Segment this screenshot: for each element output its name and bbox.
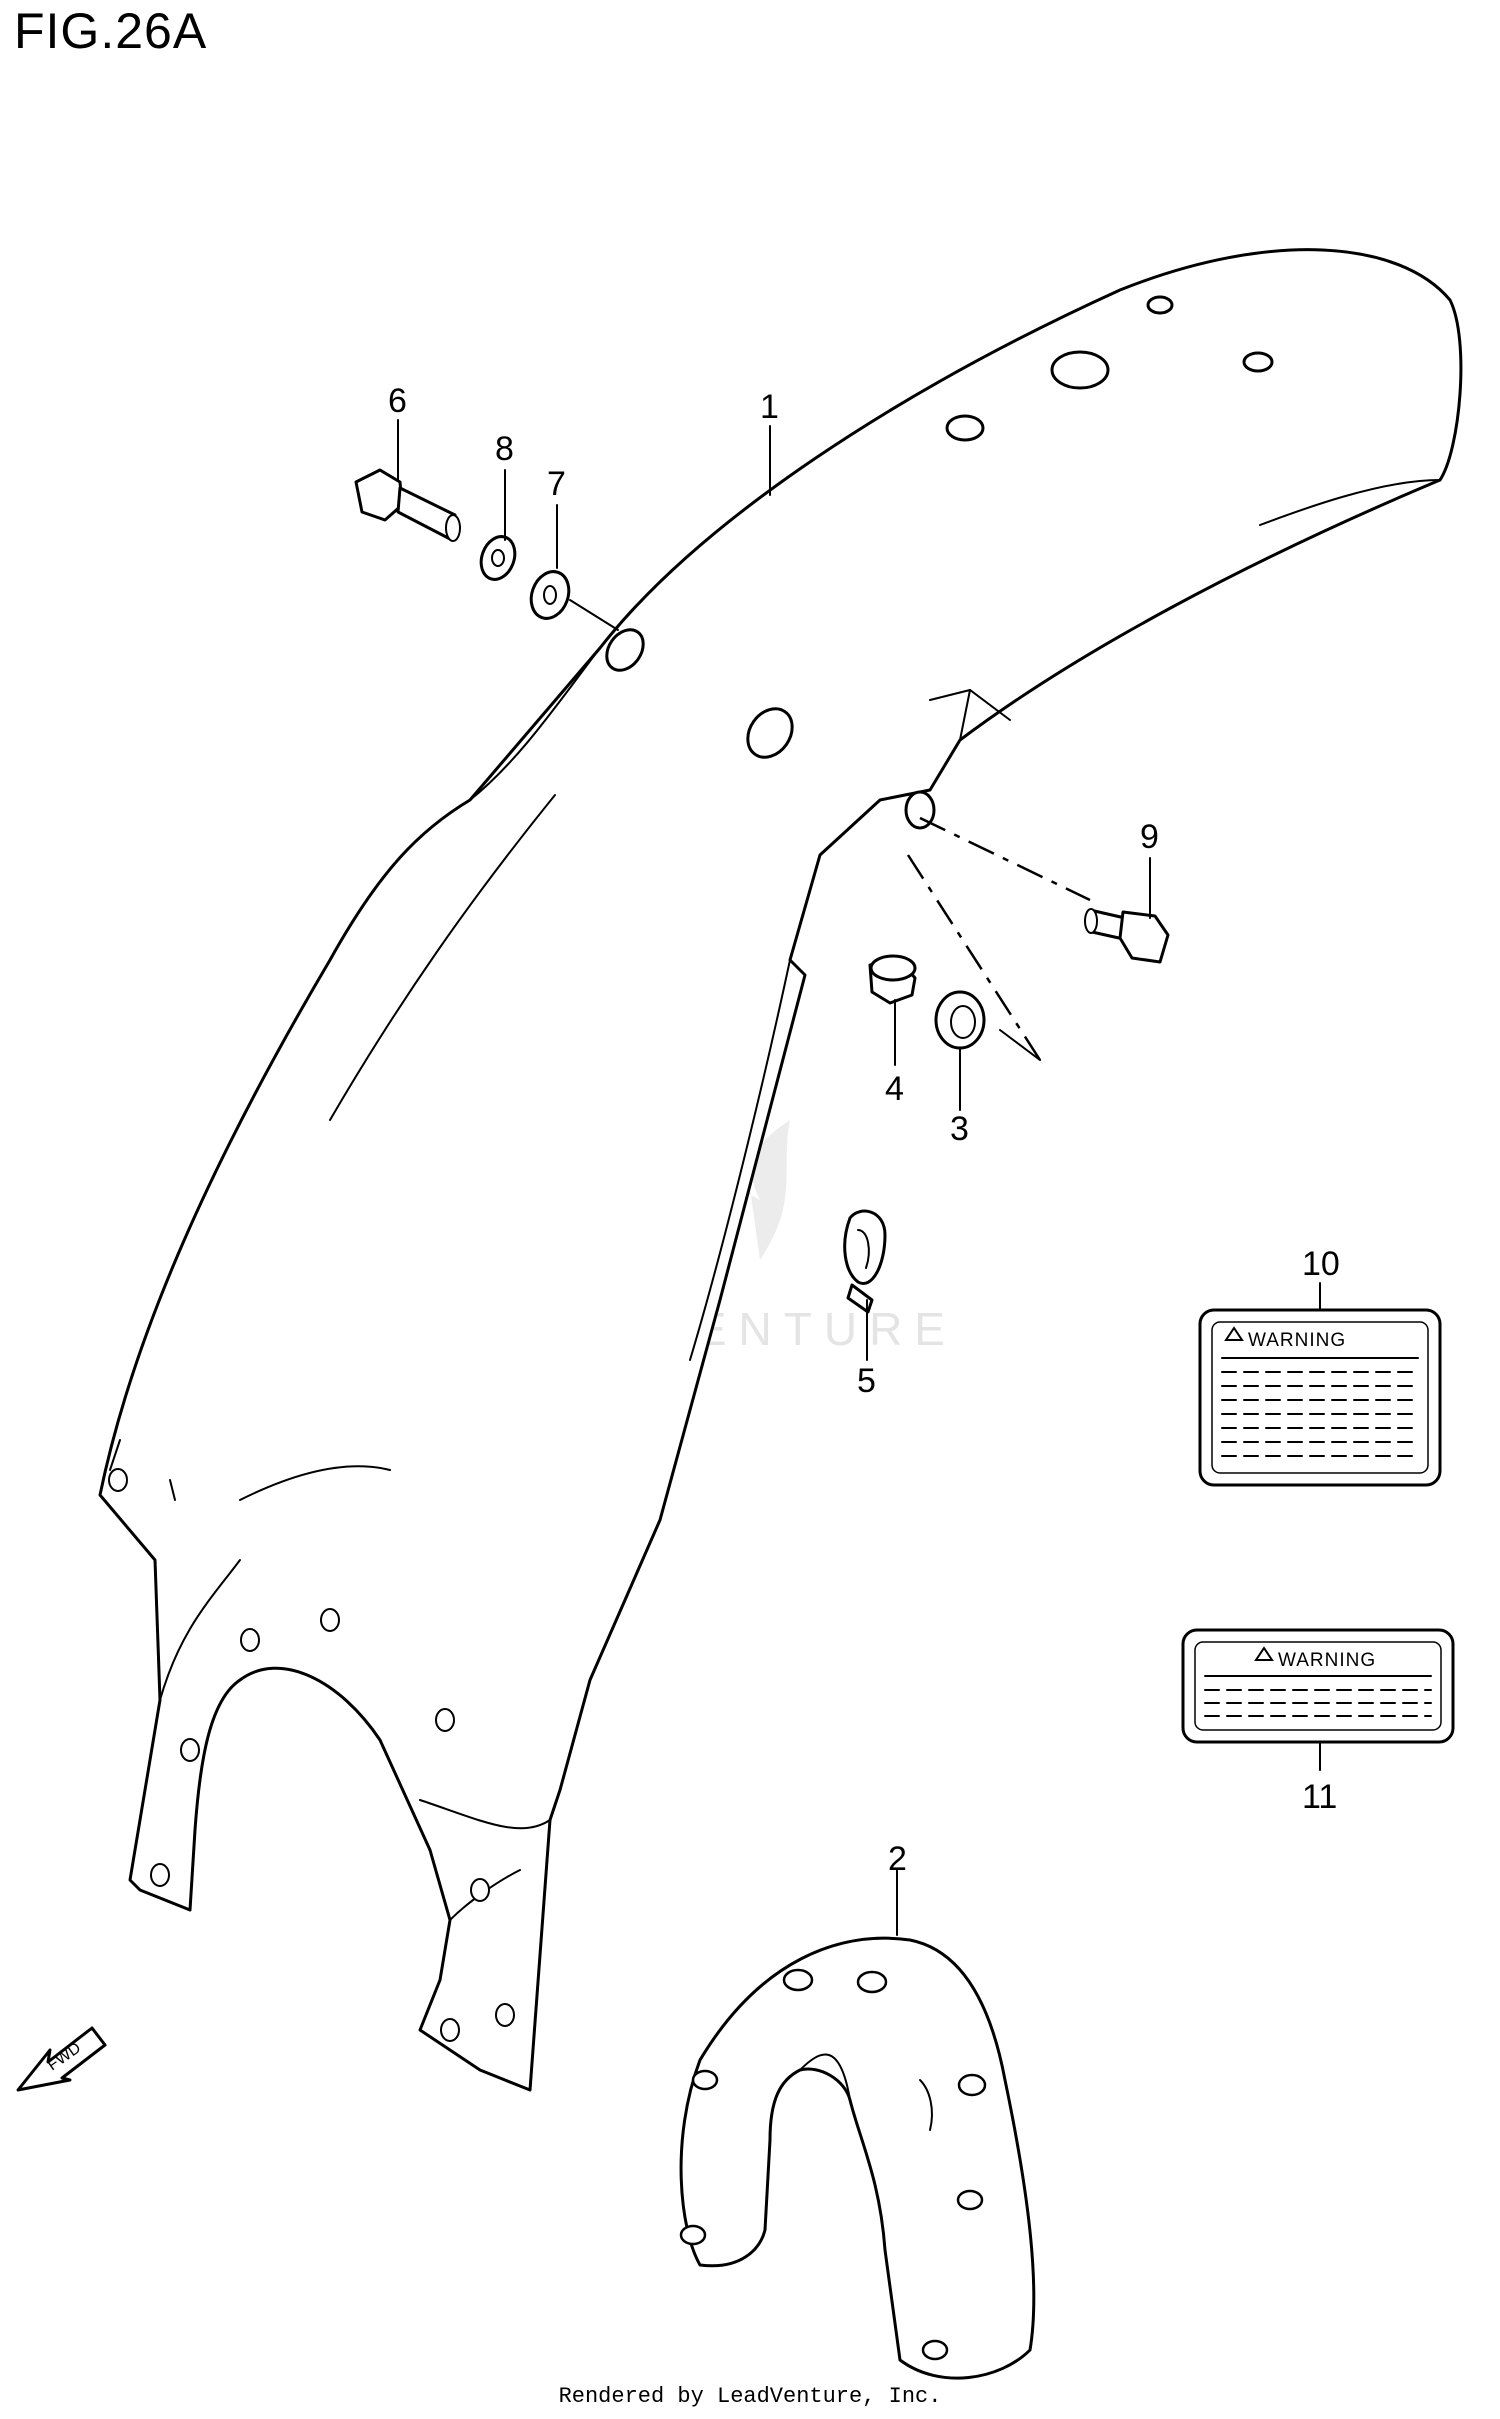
callout-9: 9 xyxy=(1140,818,1159,856)
grommet-3 xyxy=(934,990,986,1050)
alignment-line-9 xyxy=(919,816,1091,902)
warning-text-10: WARNING xyxy=(1248,1330,1346,1351)
callout-5: 5 xyxy=(857,1362,876,1400)
callout-1: 1 xyxy=(760,388,779,426)
figure-title: FIG.26A xyxy=(14,3,208,59)
footer-credit: Rendered by LeadVenture, Inc. xyxy=(558,2384,942,2409)
bolt-9 xyxy=(1084,908,1170,964)
callout-8: 8 xyxy=(495,430,514,468)
warning-label-10: WARNING xyxy=(1198,1308,1442,1487)
callout-7: 7 xyxy=(547,465,566,503)
rear-fender xyxy=(98,248,1463,2092)
warning-label-11: WARNING xyxy=(1181,1628,1455,1744)
leader-lines xyxy=(397,419,1321,1936)
clamp-5 xyxy=(843,1209,887,1314)
callout-2: 2 xyxy=(888,1840,907,1878)
fwd-direction-arrow: FWD xyxy=(16,2026,107,2092)
nut-4 xyxy=(868,954,917,1005)
callout-11: 11 xyxy=(1302,1778,1337,1816)
washer-8 xyxy=(479,535,517,581)
alignment-wedge xyxy=(999,1029,1041,1061)
alignment-line-7 xyxy=(569,599,619,631)
callout-6: 6 xyxy=(388,382,407,420)
callout-4: 4 xyxy=(885,1070,904,1108)
callout-numbers: 1 2 3 4 5 6 7 8 9 10 11 xyxy=(388,382,1340,1878)
bolt-6 xyxy=(354,468,461,542)
mud-flap-2 xyxy=(679,1936,1036,2380)
alignment-line-3 xyxy=(906,854,1042,1061)
washer-7 xyxy=(529,570,571,620)
callout-3: 3 xyxy=(950,1110,969,1148)
callout-10: 10 xyxy=(1302,1245,1340,1283)
warning-text-11: WARNING xyxy=(1278,1650,1376,1671)
